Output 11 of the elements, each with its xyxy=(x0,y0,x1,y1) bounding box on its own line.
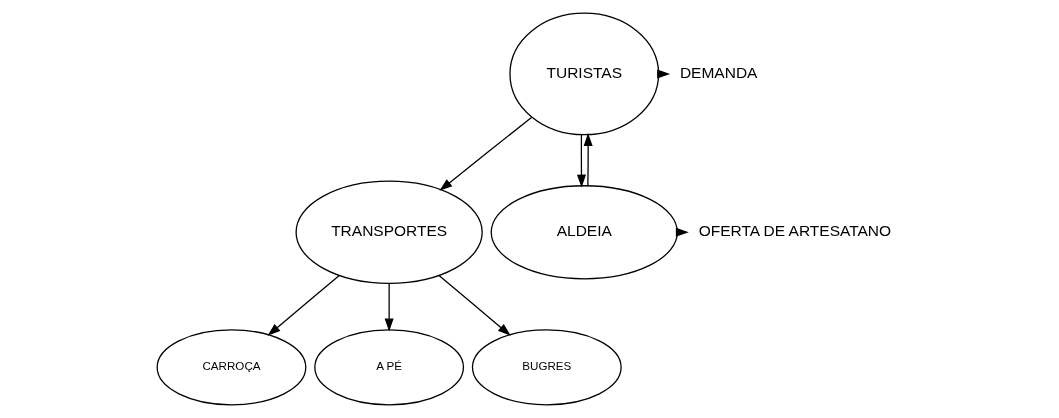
arrow xyxy=(438,116,532,191)
node-text: OFERTA DE ARTESATANO xyxy=(698,222,891,240)
node-ellipse: BUGRES xyxy=(471,329,622,406)
arrow xyxy=(267,274,340,336)
node-ellipse: CARROÇA xyxy=(156,329,306,406)
node-text: DEMANDA xyxy=(679,63,757,81)
arrow xyxy=(384,283,394,332)
arrow xyxy=(576,134,586,188)
arrow xyxy=(583,133,593,187)
arrow xyxy=(437,274,511,336)
node-ellipse: A PÉ xyxy=(313,329,464,406)
